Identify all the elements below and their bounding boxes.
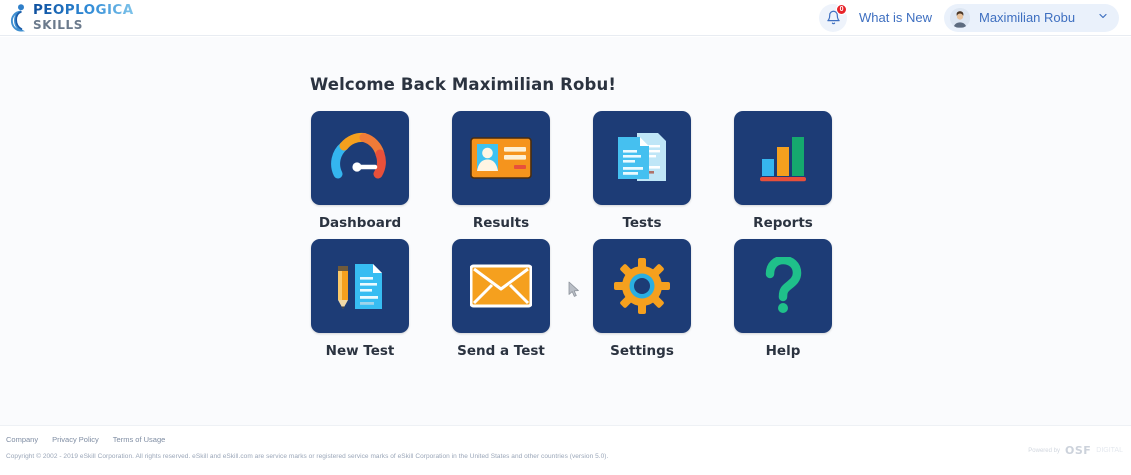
welcome-heading: Welcome Back Maximilian Robu! [310,75,617,94]
tile-help[interactable]: Help [733,239,833,367]
tile-new-test-label: New Test [325,343,395,359]
tile-help-box[interactable] [734,239,832,333]
person-logo-icon [10,3,30,33]
main-content: Welcome Back Maximilian Robu! Dashboard [0,37,1131,425]
notifications-button[interactable]: 0 [819,3,848,32]
tile-results-label: Results [472,215,530,231]
brand-logo[interactable]: PEOPLOGICA SKILLS [6,3,134,33]
tile-tests-box[interactable] [593,111,691,205]
tile-dashboard-label: Dashboard [318,215,402,231]
tile-grid: Dashboard Results [310,111,874,367]
tile-results[interactable]: Results [451,111,551,239]
app-footer: Company Privacy Policy Terms of Usage Co… [0,425,1131,475]
logo-name: PEOPLOGICA [33,2,134,19]
user-avatar-icon [950,7,970,28]
tile-tests-label: Tests [622,215,662,231]
footer-link-privacy-policy[interactable]: Privacy Policy [52,435,99,444]
footer-links: Company Privacy Policy Terms of Usage [6,435,1121,444]
tile-reports-box[interactable] [734,111,832,205]
tile-dashboard[interactable]: Dashboard [310,111,410,239]
tile-tests[interactable]: Tests [592,111,692,239]
tile-dashboard-box[interactable] [311,111,409,205]
user-menu-button[interactable]: Maximilian Robu [944,3,1119,32]
tile-reports-label: Reports [753,215,813,231]
tile-settings-box[interactable] [593,239,691,333]
tile-send-a-test[interactable]: Send a Test [451,239,551,367]
osf-logo: OSF [1064,444,1092,457]
header-actions: 0 What is New Maximilian Robu [819,3,1119,32]
bar-chart-icon [760,137,806,182]
powered-by: Powered by OSF DIGITAL [1028,444,1123,457]
gauge-icon [331,132,386,179]
id-card-icon [470,137,532,179]
powered-by-extra: DIGITAL [1096,447,1123,454]
gear-icon [614,258,670,314]
notification-badge: 0 [836,3,848,15]
tile-settings-label: Settings [610,343,674,359]
tile-new-test[interactable]: New Test [310,239,410,367]
whats-new-link[interactable]: What is New [859,10,932,25]
documents-icon [618,133,666,181]
footer-link-terms-of-usage[interactable]: Terms of Usage [112,435,166,444]
user-name-label: Maximilian Robu [979,10,1076,25]
question-mark-icon [765,257,802,313]
tile-send-a-test-label: Send a Test [457,343,545,359]
app-header: PEOPLOGICA SKILLS 0 What is New Maximili [0,0,1131,36]
chevron-down-icon [1097,9,1109,27]
bell-icon [826,10,840,25]
tile-reports[interactable]: Reports [733,111,833,239]
logo-subtitle: SKILLS [33,17,83,32]
tile-results-box[interactable] [452,111,550,205]
tile-send-a-test-box[interactable] [452,239,550,333]
pencil-document-icon [338,264,382,309]
tile-help-label: Help [765,343,801,359]
copyright-text: Copyright © 2002 - 2019 eSkill Corporati… [6,453,609,460]
powered-by-label: Powered by [1028,447,1060,454]
tile-settings[interactable]: Settings [592,239,692,367]
footer-link-company[interactable]: Company [6,435,39,444]
tile-new-test-box[interactable] [311,239,409,333]
envelope-icon [470,264,532,308]
